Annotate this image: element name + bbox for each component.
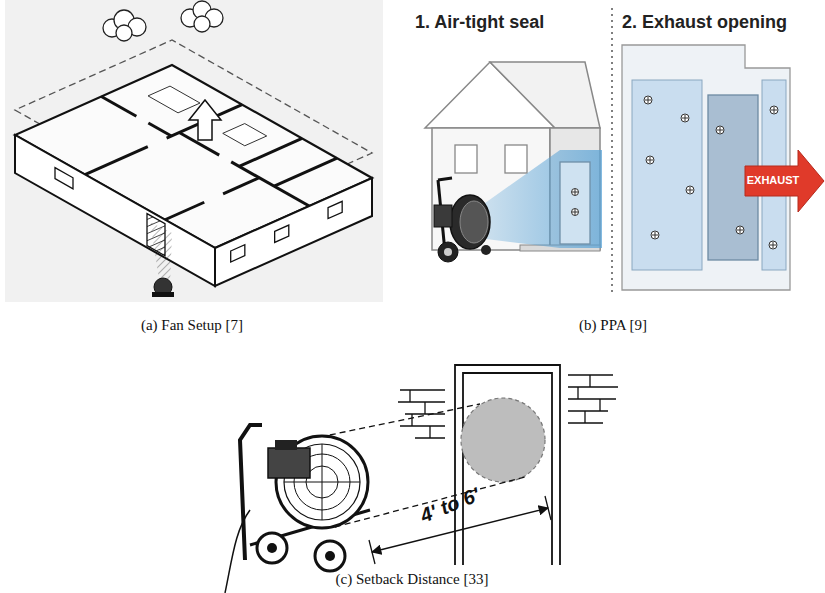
smoke-cloud bbox=[103, 1, 223, 41]
subfigure-caption: (a) Fan Setup [7] bbox=[92, 317, 292, 334]
front-wall bbox=[15, 135, 215, 286]
furniture bbox=[148, 86, 200, 113]
air-cone bbox=[150, 222, 172, 285]
window bbox=[275, 225, 289, 242]
door bbox=[560, 162, 590, 244]
ppa-panel bbox=[425, 8, 824, 292]
arrow-label: EXHAUST bbox=[746, 174, 800, 187]
window bbox=[505, 145, 527, 173]
ppa-fan bbox=[434, 178, 491, 262]
step-heading: 2. Exhaust opening bbox=[622, 12, 822, 33]
window bbox=[231, 245, 245, 262]
window bbox=[55, 168, 73, 189]
window bbox=[328, 201, 342, 218]
divider bbox=[611, 8, 613, 292]
ventilation-fan bbox=[152, 278, 174, 297]
panel-background bbox=[5, 0, 383, 302]
dimension-label: 4' to 6' bbox=[399, 476, 500, 535]
fan-setup-panel bbox=[5, 0, 383, 302]
airflow-arrow bbox=[189, 100, 221, 140]
projection-line bbox=[320, 404, 480, 437]
exhaust-arrow bbox=[745, 150, 824, 212]
side-wall bbox=[215, 178, 372, 286]
engine bbox=[268, 448, 310, 478]
air-cone-target bbox=[461, 398, 545, 482]
door-frame bbox=[455, 365, 560, 565]
ppa-fan bbox=[240, 425, 370, 571]
subfigure-caption: (c) Setback Distance [33] bbox=[262, 571, 562, 588]
setback-panel bbox=[225, 365, 618, 593]
subfigure-caption: (b) PPA [9] bbox=[513, 317, 713, 334]
furniture bbox=[223, 124, 267, 146]
window bbox=[455, 145, 477, 173]
step-heading: 1. Air-tight seal bbox=[415, 12, 610, 33]
air-beam bbox=[478, 150, 602, 248]
power-cord bbox=[225, 510, 250, 593]
